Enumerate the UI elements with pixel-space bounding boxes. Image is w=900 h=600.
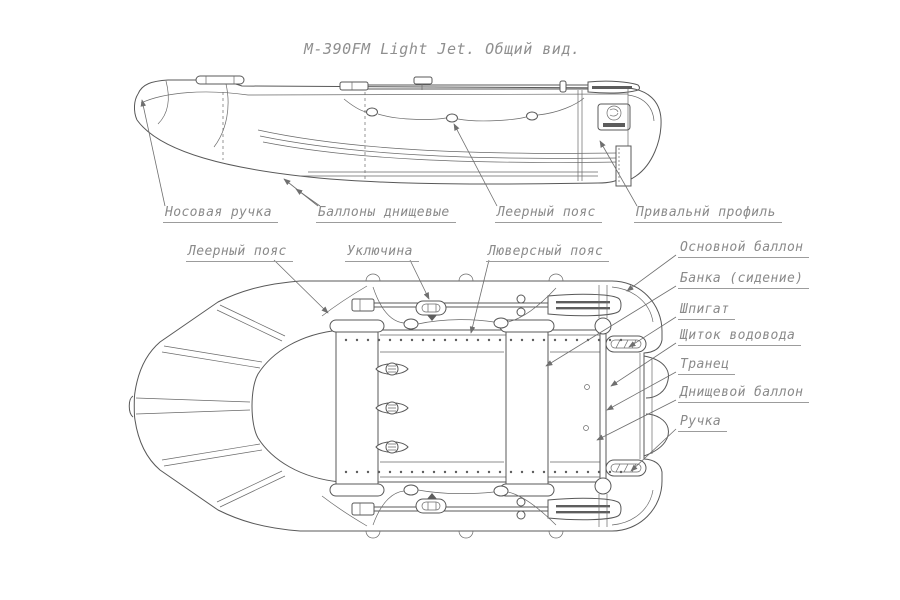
label-grab-rope-top: Леерный пояс: [186, 244, 293, 262]
oar-bottom: [351, 497, 622, 521]
bow-segment-seams: [135, 304, 286, 508]
oar-top: [351, 293, 622, 317]
oarlock-top: [415, 300, 447, 321]
label-grommet-belt: Люверсный пояс: [486, 244, 610, 262]
label-main-tube: Основной баллон: [678, 240, 810, 258]
label-grab-rope-side: Леерный пояс: [495, 205, 602, 223]
stored-oar-side: [339, 76, 640, 94]
label-bottom-tubes: Баллоны днищевые: [316, 205, 456, 223]
label-scupper: Шпигат: [678, 302, 736, 320]
drawing-title: М-390FM Light Jet. Общий вид.: [304, 40, 581, 58]
stern-cone-side: [615, 87, 662, 187]
label-handle: Ручка: [678, 414, 728, 432]
label-waterway-shield: Щиток водовода: [678, 328, 802, 346]
floor-panel: [380, 351, 600, 463]
label-bottom-tube: Днищевой баллон: [678, 385, 810, 403]
valve-icon: [375, 440, 409, 454]
cockpit-inner-edge: [251, 329, 600, 483]
oarlock-bottom: [415, 493, 447, 514]
bench-seat-rear: [499, 319, 555, 497]
side-view: [134, 75, 662, 187]
grab-rope-bottom-side: [321, 484, 564, 539]
label-bow-handle: Носовая ручка: [163, 205, 278, 223]
rub-strake: [257, 129, 619, 163]
transom: [583, 285, 641, 527]
stern-handle-top: [605, 335, 647, 353]
bow-handle: [195, 75, 245, 85]
leader-lines: [140, 99, 677, 472]
label-oarlock: Уключина: [345, 244, 419, 262]
grommet-dots: [344, 338, 623, 474]
label-transom: Транец: [678, 357, 736, 375]
bench-seat-front: [329, 319, 385, 497]
air-valves: [375, 362, 409, 454]
valve-icon: [375, 401, 409, 415]
valve-icon: [375, 362, 409, 376]
bottom-tubes: [300, 171, 598, 177]
side-view-hull: [134, 79, 629, 185]
grab-rope-side: [343, 97, 585, 123]
label-rub-strake: Привальнй профиль: [634, 205, 782, 223]
top-view-outline: [128, 280, 663, 532]
label-bench-seat: Банка (сидение): [678, 271, 810, 289]
motor-bracket: [643, 355, 669, 457]
stern-handle-bottom: [605, 459, 647, 477]
grab-rope-top-side: [321, 273, 564, 330]
brand-logo-badge: [597, 103, 631, 131]
top-view: [128, 273, 669, 539]
